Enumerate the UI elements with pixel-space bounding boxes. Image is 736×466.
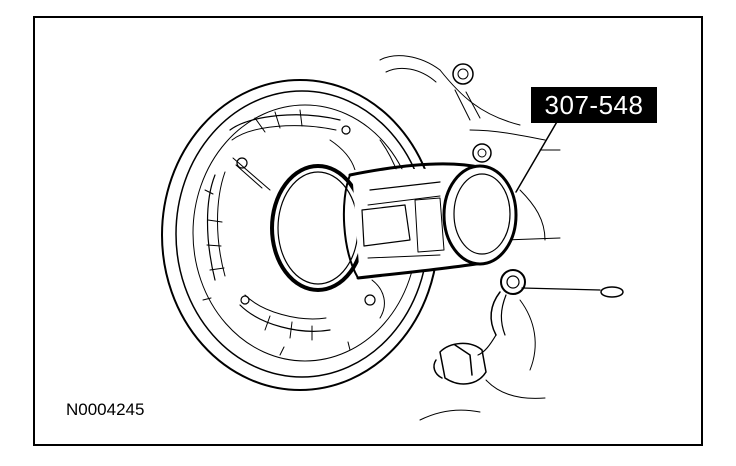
bolt-and-cable	[477, 269, 624, 356]
tool-callout-label: 307-548	[531, 87, 657, 123]
special-tool	[270, 162, 518, 292]
knuckle-sketch	[379, 55, 561, 241]
figure-id: N0004245	[66, 400, 145, 419]
callout-leader	[515, 119, 559, 193]
lower-component-sketch	[419, 299, 546, 421]
backing-plate	[161, 79, 439, 391]
